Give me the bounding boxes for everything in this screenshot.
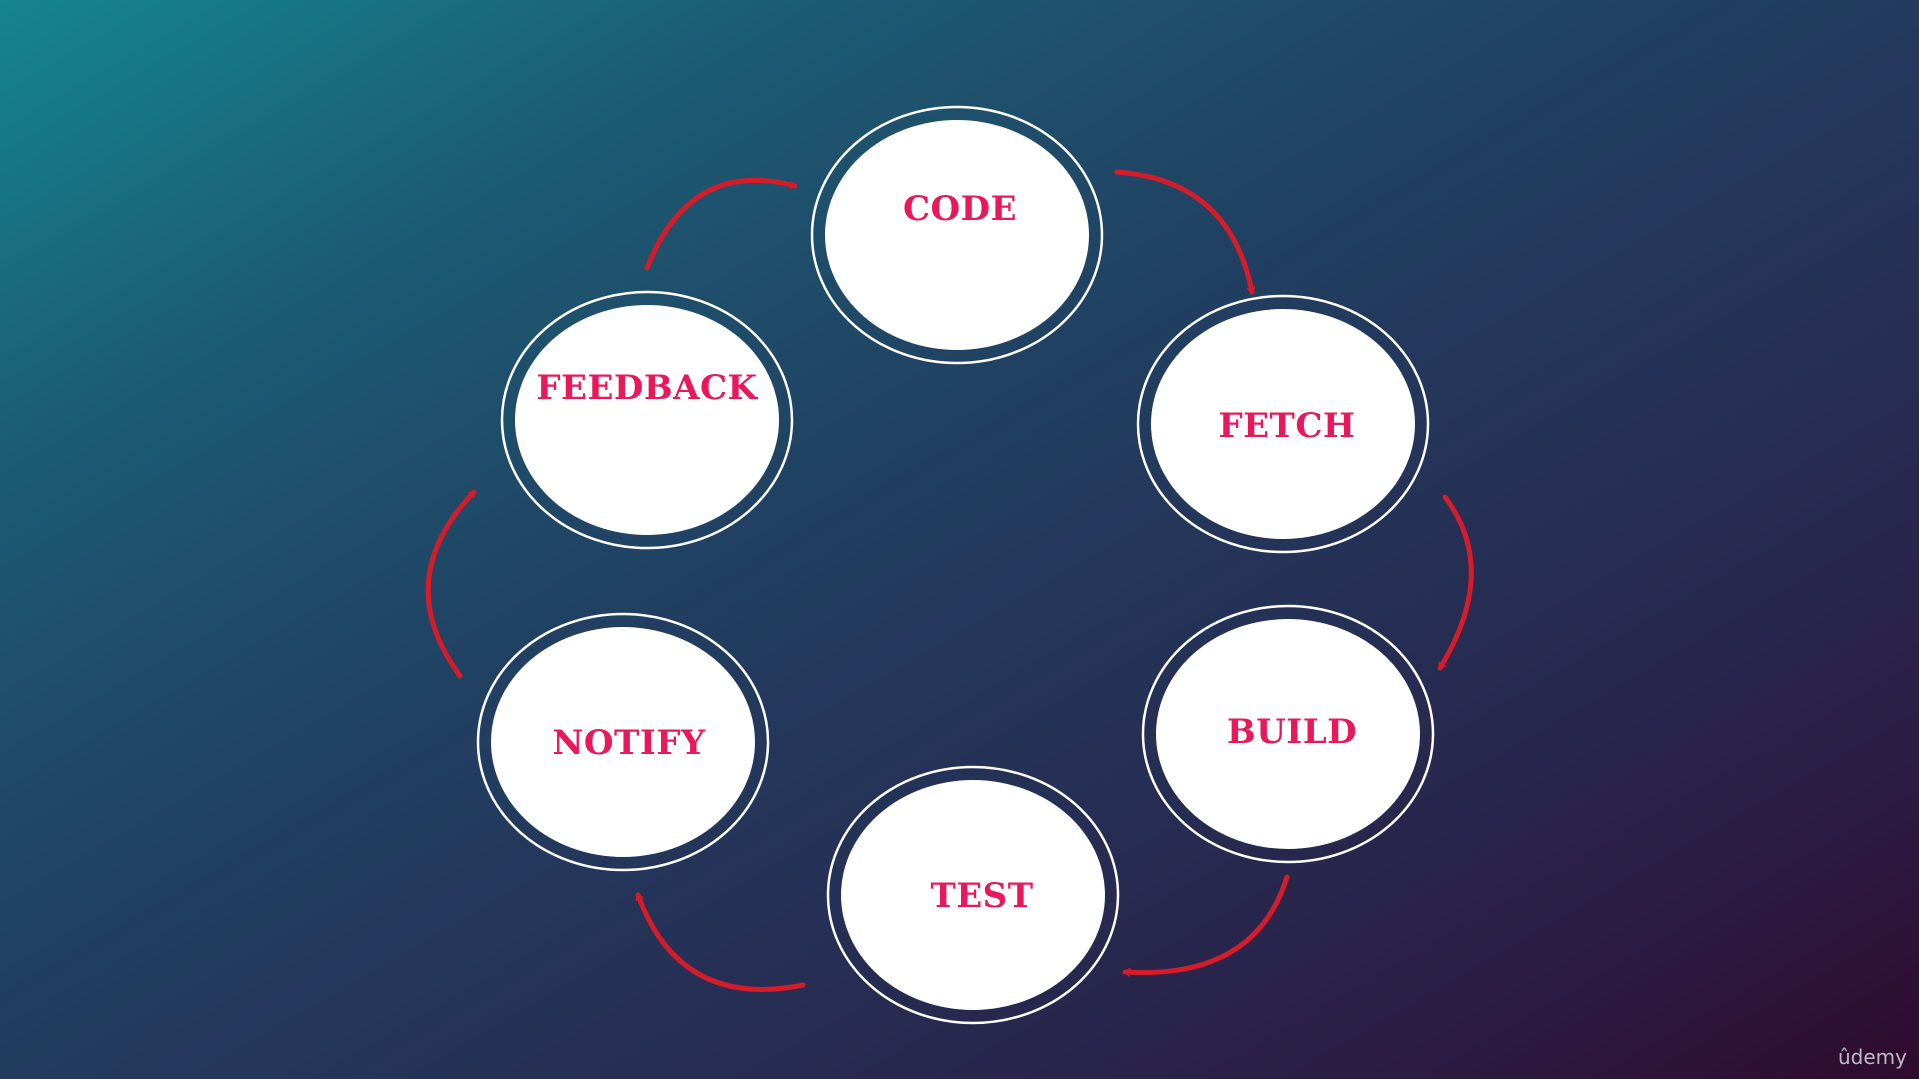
node-build-ring (1141, 604, 1435, 864)
node-code-ring (810, 105, 1104, 365)
node-fetch: FETCH (1136, 294, 1430, 554)
arrow-notify-to-feedback (425, 489, 477, 679)
node-feedback: FEEDBACK (500, 290, 794, 550)
node-build-circle (1156, 619, 1420, 849)
node-fetch-ring (1136, 294, 1430, 554)
node-notify: NOTIFY (476, 612, 770, 872)
arrow-code-to-fetch (1114, 169, 1256, 295)
node-build: BUILD (1141, 604, 1435, 864)
node-code-circle (825, 120, 1089, 350)
node-feedback-label: FEEDBACK (536, 368, 758, 408)
node-code: CODE (810, 105, 1104, 365)
node-notify-ring (476, 612, 770, 872)
node-fetch-label: FETCH (1218, 406, 1355, 446)
node-test: TEST (826, 765, 1120, 1025)
node-notify-circle (491, 627, 755, 857)
node-test-ring (826, 765, 1120, 1025)
node-test-circle (841, 780, 1105, 1010)
arrow-build-to-test (1122, 874, 1290, 977)
node-test-label: TEST (930, 876, 1033, 916)
node-fetch-circle (1151, 309, 1415, 539)
node-build-label: BUILD (1227, 712, 1357, 752)
node-code-label: CODE (903, 189, 1017, 229)
arrow-fetch-to-build (1437, 494, 1474, 671)
arrow-feedback-to-code (644, 177, 798, 271)
udemy-watermark: ûdemy (1838, 1045, 1907, 1069)
node-feedback-circle (515, 305, 779, 535)
arrow-test-to-notify (635, 892, 806, 992)
node-notify-label: NOTIFY (552, 723, 706, 763)
node-feedback-ring (500, 290, 794, 550)
